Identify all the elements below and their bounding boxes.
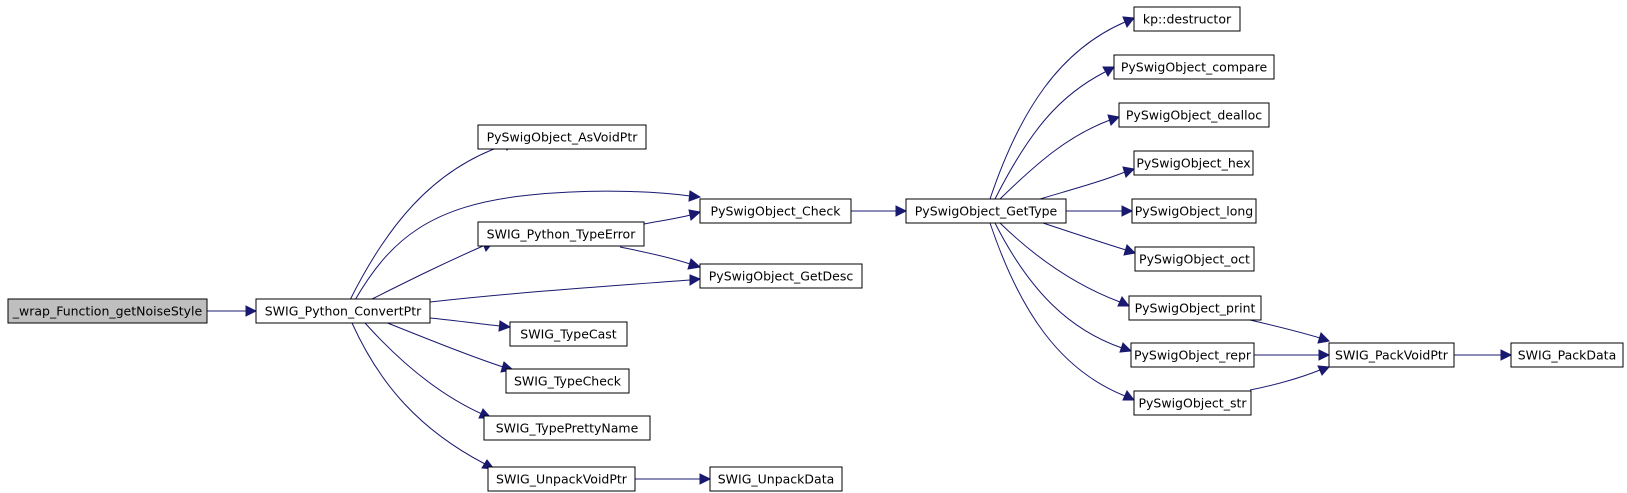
svg-text:SWIG_TypeCast: SWIG_TypeCast [520,327,617,342]
svg-text:_wrap_Function_getNoiseStyle: _wrap_Function_getNoiseStyle [12,304,203,319]
edge-gettype-print [999,222,1121,303]
node-pyswigobject-dealloc[interactable]: PySwigObject_dealloc [1118,102,1270,128]
svg-text:PySwigObject_hex: PySwigObject_hex [1136,156,1250,171]
node-swig-packvoidptr[interactable]: SWIG_PackVoidPtr [1328,342,1455,368]
node-pyswigobject-gettype[interactable]: PySwigObject_GetType [905,198,1067,224]
node-swig-python-typeerror[interactable]: SWIG_Python_TypeError [477,221,645,247]
edge-convert-unpackvoid [351,322,486,465]
node-pyswigobject-getdesc[interactable]: PySwigObject_GetDesc [699,263,863,289]
svg-text:PySwigObject_GetType: PySwigObject_GetType [915,204,1058,219]
edge-convert-asvoidptr [349,144,506,301]
node-pyswigobject-check[interactable]: PySwigObject_Check [699,198,852,224]
svg-text:PySwigObject_print: PySwigObject_print [1135,301,1256,316]
arrowhead [688,190,702,202]
svg-text:PySwigObject_AsVoidPtr: PySwigObject_AsVoidPtr [487,130,639,145]
edge-convert-typecast [429,317,501,327]
edge-gettype-str [989,222,1126,397]
arrowhead [1122,390,1136,401]
svg-text:kp::destructor: kp::destructor [1143,12,1232,27]
edge-gettype-compare [994,71,1106,200]
arrowhead [1500,349,1513,361]
node-swig-typeprettyname[interactable]: SWIG_TypePrettyName [483,415,651,441]
svg-text:SWIG_Python_TypeError: SWIG_Python_TypeError [487,227,637,242]
svg-text:PySwigObject_str: PySwigObject_str [1138,396,1247,411]
arrowhead [1121,205,1134,217]
node-pyswigobject-asvoidptr[interactable]: PySwigObject_AsVoidPtr [477,124,647,150]
edge-convert-prettyname [364,322,483,415]
arrowhead [1317,365,1331,376]
edge-gettype-repr [994,222,1123,349]
node-swig-python-convertptr[interactable]: SWIG_Python_ConvertPtr [255,298,431,324]
svg-text:PySwigObject_long: PySwigObject_long [1135,204,1253,219]
arrowhead [1107,114,1121,126]
arrowheads [245,16,1513,485]
arrowhead [1122,16,1135,28]
edge-convert-typecheck [384,321,504,368]
edge-typeerror-check [643,214,691,225]
svg-text:SWIG_PackData: SWIG_PackData [1518,348,1617,363]
arrowhead [1102,66,1115,77]
svg-text:PySwigObject_compare: PySwigObject_compare [1121,60,1268,75]
edge-gettype-oct [1039,221,1127,251]
node-pyswigobject-print[interactable]: PySwigObject_print [1128,295,1262,321]
edge-convert-check [354,190,691,301]
node-pyswigobject-long[interactable]: PySwigObject_long [1131,198,1257,224]
svg-text:PySwigObject_Check: PySwigObject_Check [711,204,842,219]
edge-typeerror-getdesc [619,246,691,265]
svg-text:SWIG_UnpackData: SWIG_UnpackData [718,472,835,487]
nodes: _wrap_Function_getNoiseStyle SWIG_Python… [7,6,1624,492]
node-pyswigobject-hex[interactable]: PySwigObject_hex [1133,150,1254,176]
node-swig-unpackdata[interactable]: SWIG_UnpackData [709,466,843,492]
svg-text:SWIG_TypeCheck: SWIG_TypeCheck [514,374,622,389]
edge-convert-getdesc [429,279,691,303]
arrowhead [1317,332,1331,344]
svg-text:SWIG_TypePrettyName: SWIG_TypePrettyName [496,421,639,436]
edge-str-packvoid [1249,369,1321,391]
svg-text:SWIG_UnpackVoidPtr: SWIG_UnpackVoidPtr [496,472,628,487]
node-swig-typecheck[interactable]: SWIG_TypeCheck [505,368,630,394]
arrowhead [498,320,512,332]
arrowhead [1119,342,1133,353]
node-pyswigobject-repr[interactable]: PySwigObject_repr [1130,342,1255,368]
svg-text:PySwigObject_repr: PySwigObject_repr [1134,348,1252,363]
arrowhead [1318,349,1331,361]
node-swig-unpackvoidptr[interactable]: SWIG_UnpackVoidPtr [487,466,636,492]
node-pyswigobject-str[interactable]: PySwigObject_str [1133,390,1252,416]
edge-print-packvoid [1249,319,1321,339]
arrowhead [687,258,702,270]
svg-text:SWIG_PackVoidPtr: SWIG_PackVoidPtr [1335,348,1449,363]
edges [207,21,1501,480]
svg-text:PySwigObject_GetDesc: PySwigObject_GetDesc [709,269,854,284]
node-swig-packdata[interactable]: SWIG_PackData [1510,342,1624,368]
svg-text:PySwigObject_oct: PySwigObject_oct [1139,252,1250,267]
node-kp-destructor[interactable]: kp::destructor [1133,6,1241,32]
arrowhead [699,473,712,485]
edge-gettype-dealloc [999,119,1111,200]
node-pyswigobject-oct[interactable]: PySwigObject_oct [1134,246,1255,272]
arrowhead [689,274,702,286]
node-wrap-function-getnoisestyle[interactable]: _wrap_Function_getNoiseStyle [7,298,208,324]
edge-convert-typeerror [369,245,484,301]
node-pyswigobject-compare[interactable]: PySwigObject_compare [1113,54,1275,80]
svg-text:SWIG_Python_ConvertPtr: SWIG_Python_ConvertPtr [265,304,422,319]
arrowhead [1122,166,1136,178]
svg-text:PySwigObject_dealloc: PySwigObject_dealloc [1126,108,1262,123]
edge-gettype-hex [1039,171,1126,200]
arrowhead [1117,296,1131,307]
arrowhead [245,305,258,317]
arrowhead [895,205,908,217]
edge-gettype-destructor [989,21,1126,200]
arrowhead [688,209,702,221]
arrowhead [1123,244,1137,256]
node-swig-typecast[interactable]: SWIG_TypeCast [509,321,628,347]
